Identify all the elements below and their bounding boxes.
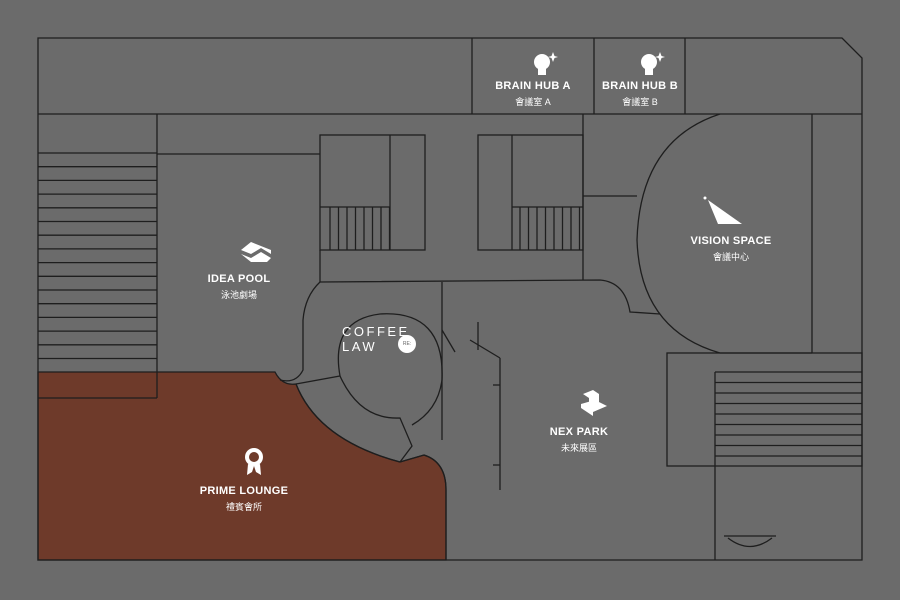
brain-hub-a-label[interactable]: BRAIN HUB A 會議室 A <box>495 80 571 108</box>
brain-hub-a-name: BRAIN HUB A <box>495 80 571 92</box>
idea-pool-label[interactable]: IDEA POOL 泳池劇場 <box>208 273 271 301</box>
stairs-left <box>38 152 157 360</box>
vision-space-zh: 會議中心 <box>712 252 749 262</box>
brain-hub-a-zh: 會議室 A <box>515 97 551 107</box>
vision-space-icon <box>703 196 742 224</box>
prime-lounge-area[interactable] <box>37 371 447 561</box>
brain-hub-b-name: BRAIN HUB B <box>601 80 679 92</box>
nex-park-name: NEX PARK <box>549 426 609 438</box>
idea-pool-name: IDEA POOL <box>207 273 271 285</box>
brain-hub-b-zh: 會議室 B <box>622 97 658 107</box>
prime-lounge-zh: 禮賓會所 <box>225 502 262 512</box>
stairs-mid <box>329 207 581 250</box>
coffee-law-line1: COFFEE <box>342 324 410 339</box>
vision-space-label[interactable]: VISION SPACE 會議中心 <box>690 235 771 263</box>
walls <box>38 38 863 560</box>
outer-wall <box>37 37 863 561</box>
prime-lounge-name: PRIME LOUNGE <box>199 485 289 497</box>
brain-hub-b-label[interactable]: BRAIN HUB B 會議室 B <box>602 80 678 108</box>
idea-pool-zh: 泳池劇場 <box>220 290 257 300</box>
prime-lounge-label[interactable]: PRIME LOUNGE 禮賓會所 <box>200 485 289 513</box>
nex-park-label[interactable]: NEX PARK 未來展區 <box>550 426 608 454</box>
re-badge: RE: <box>398 335 416 353</box>
coffee-law-line2: LAW <box>342 339 378 354</box>
nex-park-zh: 未來展區 <box>560 443 597 453</box>
stairs-right <box>715 371 862 457</box>
vision-space-name: VISION SPACE <box>690 235 772 247</box>
